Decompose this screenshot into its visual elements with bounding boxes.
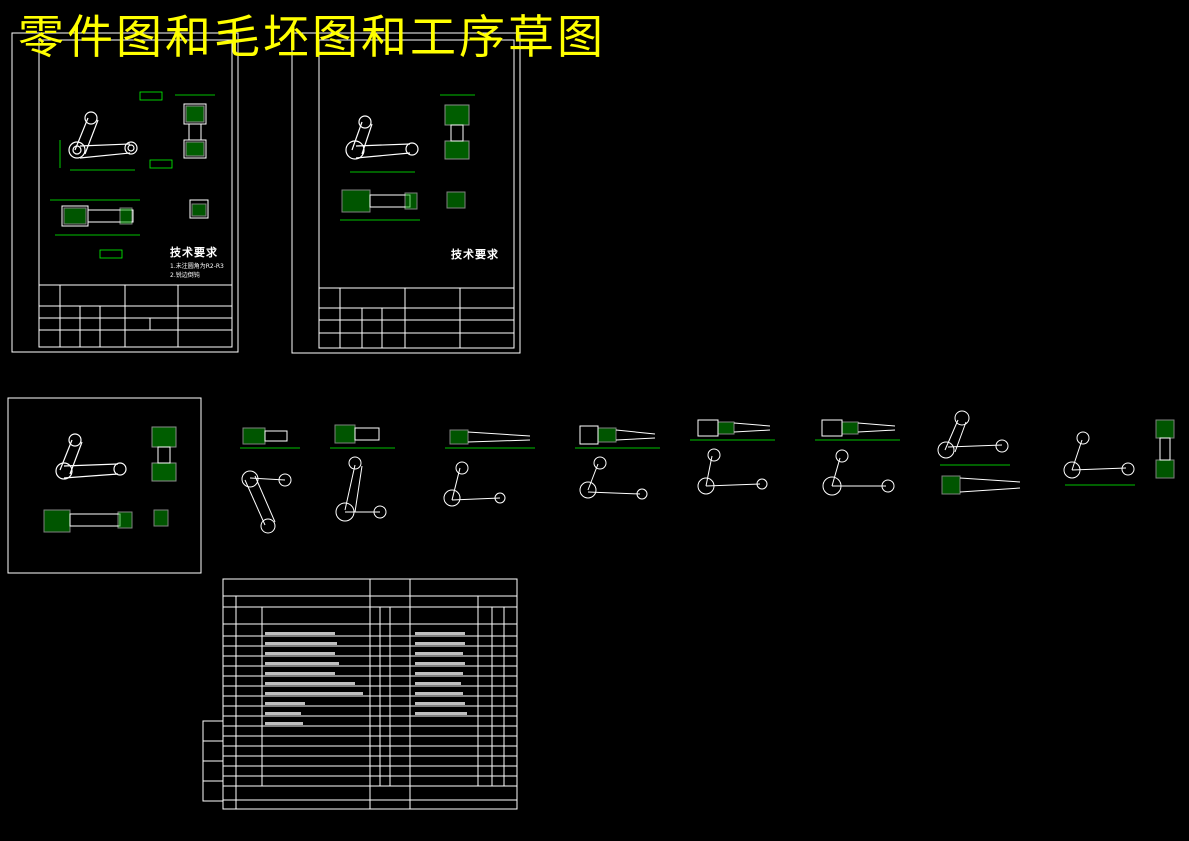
operation-sketch-6 [937, 410, 1021, 495]
operation-sketch-4 [697, 419, 771, 495]
tech-note-2: 2.锐边倒钝 [170, 272, 200, 279]
page-title: 零件图和毛坯图和工序草图 [18, 10, 606, 64]
operation-sketch-7 [1063, 419, 1175, 479]
part-view-main-1 [68, 111, 138, 159]
tech-requirements-heading-1: 技术要求 [170, 246, 218, 259]
title-block-2 [318, 287, 515, 349]
part-view-side-1 [61, 199, 209, 227]
operation-sketch-5 [821, 419, 896, 496]
part-view-section-1 [183, 103, 207, 159]
dimension-lines-1 [50, 91, 215, 259]
sheet-process-sketch [7, 397, 202, 574]
process-card-text-marks [265, 632, 467, 725]
process-card [202, 578, 518, 810]
operation-sketch-3 [579, 425, 656, 500]
tech-requirements-heading-2: 技术要求 [451, 248, 499, 261]
title-block-1 [38, 284, 233, 348]
dimension-lines-2 [340, 94, 475, 221]
process-view-section [43, 426, 177, 533]
operation-dimensions [240, 439, 1135, 486]
operation-sketch-1 [241, 424, 387, 534]
operation-sketch-2 [443, 429, 531, 507]
sheet-part-drawing [11, 32, 239, 353]
process-view-main [55, 433, 127, 480]
blank-view-main [345, 115, 419, 160]
blank-view-section [341, 104, 470, 213]
sheet-blank-drawing [291, 32, 521, 354]
tech-note-1: 1.未注圆角为R2-R3 [170, 263, 224, 270]
